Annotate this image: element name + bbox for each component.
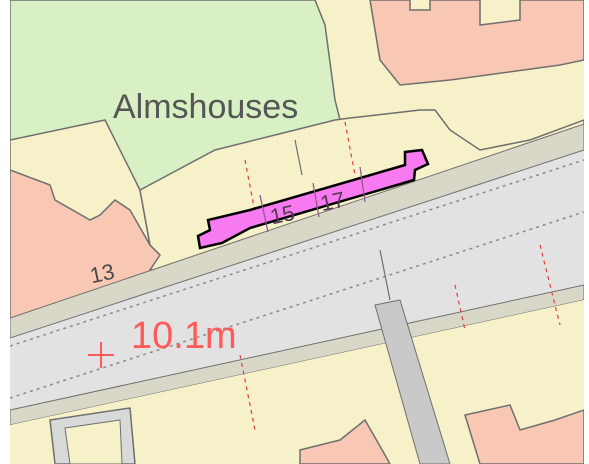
spot-height-label: 10.1m bbox=[131, 315, 237, 357]
north-building bbox=[369, 0, 584, 86]
house-15-label: 15 bbox=[268, 200, 297, 230]
house-17-label: 17 bbox=[318, 187, 347, 217]
plus-marker-icon bbox=[88, 342, 114, 368]
south-building-middle bbox=[299, 418, 391, 464]
parcel-line-2 bbox=[344, 121, 356, 176]
south-building-east bbox=[464, 404, 584, 464]
road-kerb-north bbox=[10, 159, 584, 347]
area-name-label: Almshouses bbox=[113, 88, 298, 126]
house-13-label: 13 bbox=[88, 259, 117, 289]
plot-boundary-2 bbox=[379, 249, 391, 301]
south-west-building-inner bbox=[64, 419, 123, 464]
main-road bbox=[10, 150, 584, 410]
road-kerb-south bbox=[10, 211, 584, 399]
plot-boundary-1 bbox=[294, 139, 303, 176]
footway-path bbox=[374, 299, 451, 464]
property-divider-1 bbox=[259, 194, 269, 233]
parcel-line-3 bbox=[539, 244, 561, 326]
southern-plots bbox=[10, 300, 584, 464]
north-pavement bbox=[10, 123, 584, 339]
selected-property-15-17[interactable] bbox=[196, 148, 430, 250]
property-divider-3 bbox=[359, 166, 366, 203]
property-divider-2 bbox=[312, 182, 320, 218]
map-canvas[interactable]: Almshouses 13 15 17 10.1m bbox=[10, 0, 584, 464]
